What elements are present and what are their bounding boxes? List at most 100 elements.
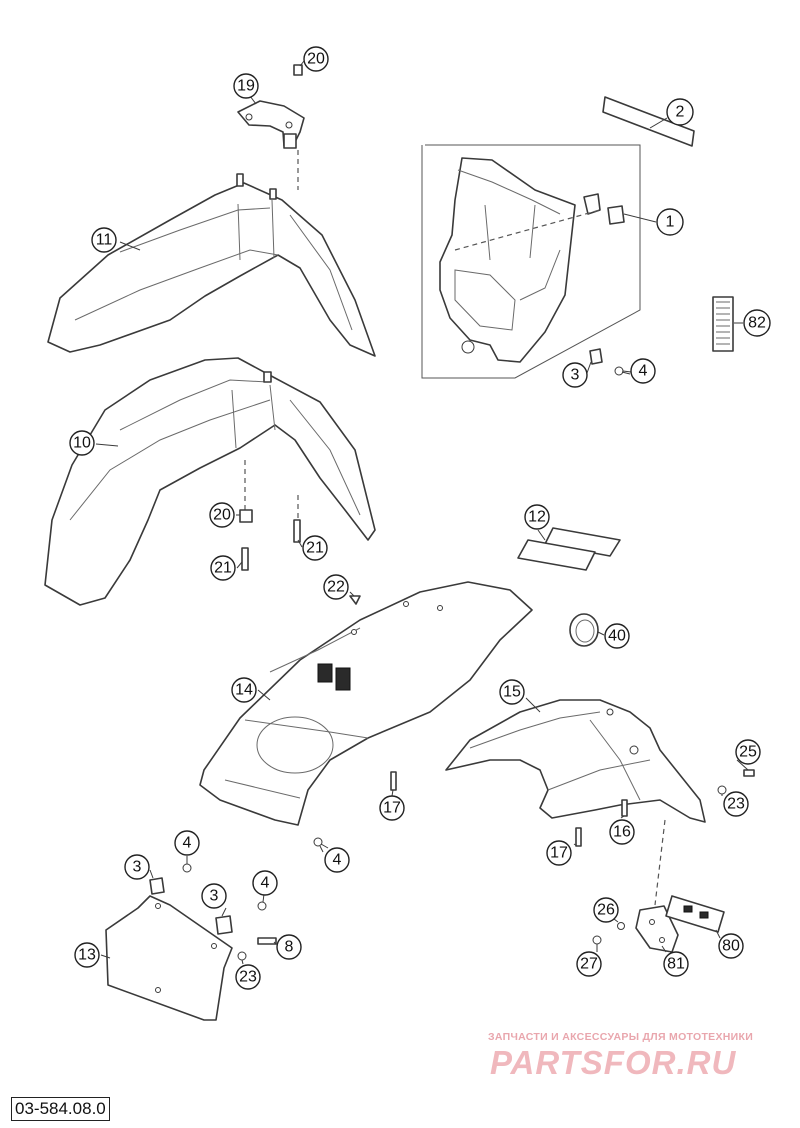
callout-label: 14	[235, 682, 253, 699]
callout-label: 1	[666, 214, 675, 231]
callout-label: 13	[78, 947, 96, 964]
callout-14: 14	[231, 677, 257, 703]
callout-20-top: 20	[303, 46, 329, 72]
callout-label: 17	[550, 845, 568, 862]
callout-23-right: 23	[723, 791, 749, 817]
screw-27	[592, 935, 602, 945]
callout-20-mid: 20	[209, 502, 235, 528]
callout-3: 3	[562, 362, 588, 388]
license-mount-line	[654, 819, 666, 906]
callout-label: 3	[571, 367, 580, 384]
callout-27: 27	[576, 951, 602, 977]
callout-82: 82	[743, 309, 771, 337]
speed-nut-3-mask	[589, 348, 603, 365]
callout-label: 19	[237, 78, 255, 95]
front-fender-lower	[44, 357, 376, 606]
watermark-logo: PARTSFOR.RU	[490, 1044, 737, 1081]
callout-17-center: 17	[379, 795, 405, 821]
screw-17-center	[390, 771, 397, 791]
callout-3-lower-a: 3	[124, 854, 150, 880]
clip-22	[349, 595, 361, 605]
washer-23-right	[717, 785, 727, 795]
screw-4-lower-a	[182, 863, 192, 873]
screw-21-right	[293, 519, 301, 543]
callout-11: 11	[91, 227, 117, 253]
callout-25: 25	[735, 739, 761, 765]
callout-label: 22	[327, 579, 345, 596]
rubber-bushing-20	[239, 509, 253, 523]
callout-label: 40	[608, 628, 626, 645]
screw-8	[257, 937, 277, 945]
rear-fender	[199, 581, 533, 826]
callout-4-lower-b: 4	[252, 870, 278, 896]
callout-12: 12	[524, 504, 550, 530]
callout-label: 3	[133, 859, 142, 876]
callout-3-lower-b: 3	[201, 883, 227, 909]
screw-17-right	[575, 827, 582, 847]
callout-label: 80	[722, 938, 740, 955]
leader-lines	[95, 60, 749, 965]
speed-nut-3-lower-a	[149, 877, 165, 895]
screw-16	[621, 799, 628, 817]
headlight-mask	[439, 157, 576, 363]
callout-label: 81	[667, 956, 685, 973]
callout-21-left: 21	[210, 555, 236, 581]
callout-21-right: 21	[302, 535, 328, 561]
callout-label: 27	[580, 956, 598, 973]
callout-4: 4	[630, 358, 656, 384]
speed-nut-3-lower-b	[215, 915, 233, 935]
callout-label: 23	[239, 969, 257, 986]
callout-10: 10	[69, 430, 95, 456]
callout-label: 3	[210, 888, 219, 905]
callout-19: 19	[233, 73, 259, 99]
screw-25	[743, 769, 755, 777]
callout-17-right: 17	[546, 840, 572, 866]
callout-label: 15	[503, 684, 521, 701]
screw-21-left	[241, 547, 249, 571]
reflector-sticker	[712, 296, 734, 352]
callout-label: 82	[748, 315, 766, 332]
callout-1: 1	[656, 208, 684, 236]
rear-fender-section	[445, 699, 706, 823]
callout-label: 20	[307, 51, 325, 68]
mask-clamp-parts	[583, 193, 625, 225]
callout-label: 4	[261, 875, 270, 892]
plate-holder	[105, 895, 233, 1021]
callout-label: 16	[613, 824, 631, 841]
mask-mount-line	[454, 209, 601, 251]
callout-label: 25	[739, 744, 757, 761]
callout-16: 16	[609, 819, 635, 845]
callout-label: 20	[213, 507, 231, 524]
callout-80: 80	[718, 933, 744, 959]
callout-label: 2	[676, 104, 685, 121]
callout-label: 8	[285, 939, 294, 956]
rubber-bushing-20-top	[293, 64, 303, 76]
headlight-mask-assembly	[421, 144, 641, 379]
assembly-frame	[421, 144, 641, 379]
adhesive-strips	[517, 527, 621, 571]
callout-label: 17	[383, 800, 401, 817]
round-cap	[569, 613, 599, 647]
callout-label: 12	[528, 509, 546, 526]
callout-13: 13	[74, 942, 100, 968]
callout-label: 11	[96, 232, 113, 249]
callout-label: 4	[333, 852, 342, 869]
callout-label: 21	[214, 560, 232, 577]
callout-23-lower: 23	[235, 964, 261, 990]
screw-4-rear	[313, 837, 329, 849]
callout-4-rear: 4	[324, 847, 350, 873]
callout-22: 22	[323, 574, 349, 600]
screw-4-lower-b	[257, 901, 267, 911]
document-code: 03-584.08.0	[11, 1097, 110, 1121]
callout-40: 40	[604, 623, 630, 649]
callout-label: 21	[306, 540, 324, 557]
callout-label: 10	[73, 435, 91, 452]
callout-26: 26	[593, 897, 619, 923]
callout-label: 23	[727, 796, 745, 813]
fender-bracket	[237, 100, 305, 149]
washer-23-lower	[237, 951, 247, 961]
watermark-tagline: ЗАПЧАСТИ И АКСЕССУАРЫ ДЛЯ МОТОТЕХНИКИ	[488, 1031, 754, 1043]
screw-4-mask	[614, 366, 631, 376]
license-light	[665, 895, 725, 933]
